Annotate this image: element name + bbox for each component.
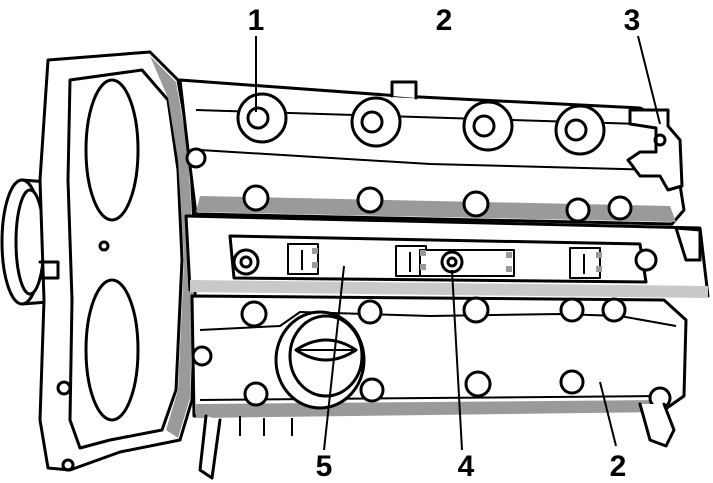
leader-3 [637, 35, 661, 125]
callout-4: 4 [458, 450, 475, 483]
bolt-row-upper-flange [185, 147, 633, 223]
ignition-module-5 [184, 214, 710, 298]
timing-belt-cover [0, 50, 198, 472]
bolt-row-lower [191, 296, 672, 410]
callout-2-top: 2 [436, 4, 453, 37]
leader-2b [599, 381, 617, 447]
callout-3: 3 [624, 4, 641, 37]
leader-4 [451, 269, 463, 451]
leader-5 [323, 265, 345, 451]
callout-5: 5 [316, 450, 333, 483]
callout-2-bottom: 2 [610, 450, 627, 483]
oil-filler-cap [274, 310, 366, 410]
bracket-3 [626, 108, 684, 192]
leader-lines [255, 35, 661, 451]
callout-1: 1 [248, 4, 265, 37]
lower-camshaft-cover [190, 294, 688, 480]
upper-camshaft-cover [178, 78, 686, 226]
bolt-row-upper [236, 92, 606, 156]
